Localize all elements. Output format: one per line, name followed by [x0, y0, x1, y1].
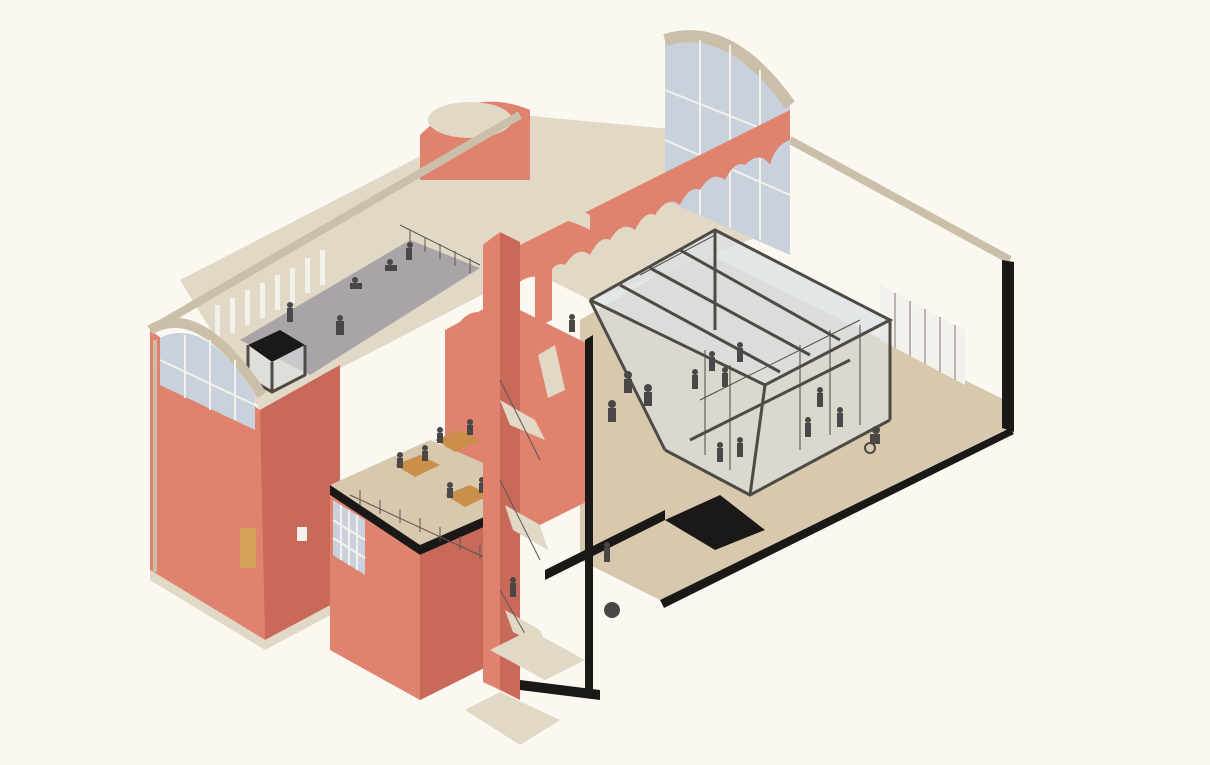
- glass-block-window: [332, 500, 366, 575]
- hall-figures: [604, 342, 880, 618]
- side-door: [240, 528, 256, 568]
- gym-figures: [287, 242, 413, 335]
- gym-floor: [240, 240, 480, 375]
- hall-roof-edge: [788, 136, 1012, 264]
- stair-tower: [465, 199, 665, 745]
- left-block: [147, 101, 530, 650]
- hall-right-wall: [1002, 260, 1014, 432]
- gym-railing: [399, 224, 481, 273]
- hall-floor-edge: [660, 428, 1014, 608]
- lockers: [880, 285, 965, 385]
- glass-enclosure: [588, 228, 894, 550]
- arcade-band: [510, 110, 790, 290]
